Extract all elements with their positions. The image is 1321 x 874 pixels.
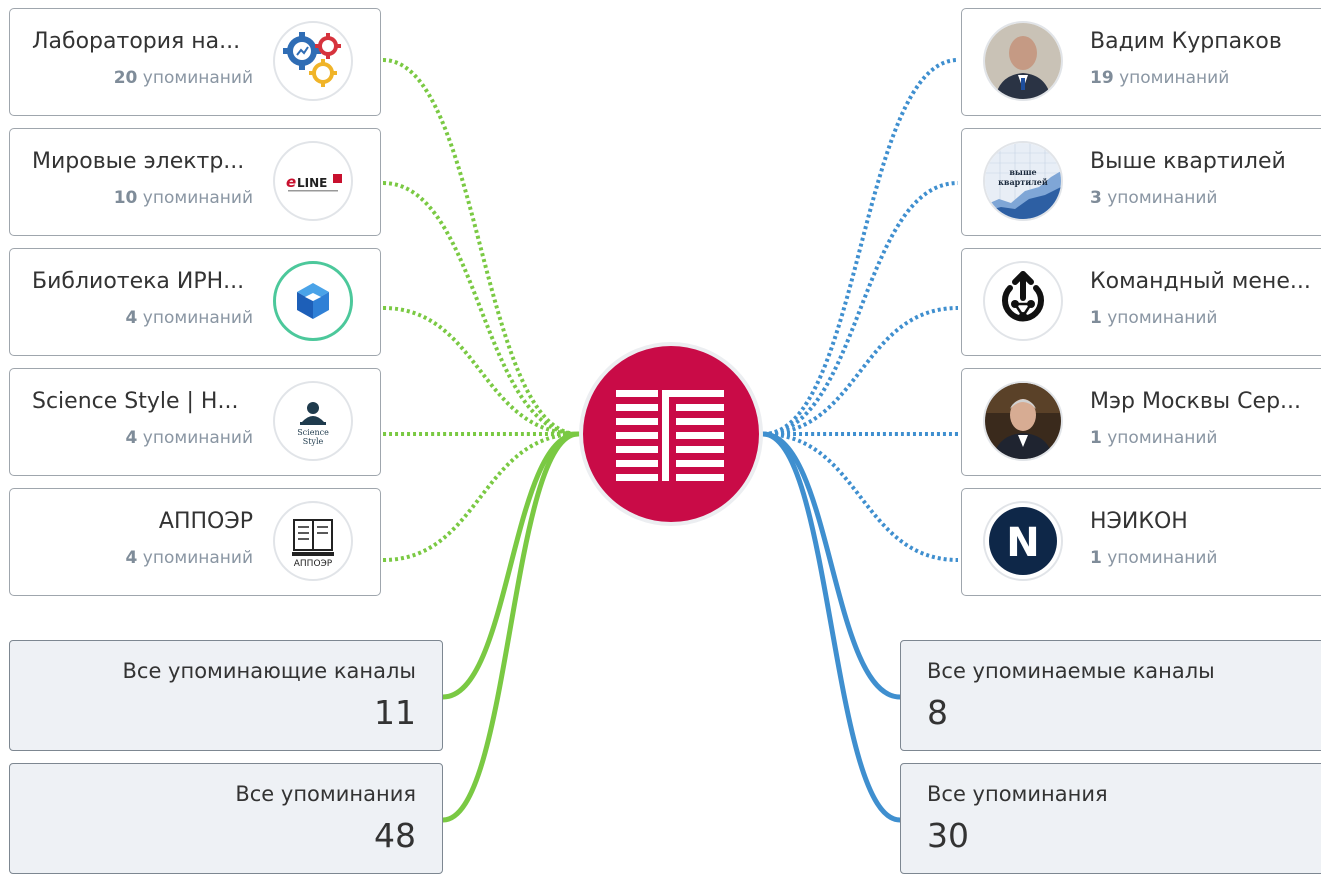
incoming-connector (382, 306, 579, 436)
channel-title: Вадим Курпаков (1090, 29, 1282, 54)
mentions-count: 20 упоминаний (113, 68, 253, 88)
book-logo-icon: АППОЭР (273, 501, 353, 581)
eline-logo-icon: e LINE (273, 141, 353, 221)
mentions-count: 4 упоминаний (125, 308, 253, 328)
channel-card-left[interactable]: Science Style | Н... 4 упоминаний Scienc… (9, 368, 381, 476)
channel-card-right[interactable]: выше квартилей Выше квартилей 3 упоминан… (961, 128, 1321, 236)
outgoing-connector (762, 58, 959, 436)
channel-card-right[interactable]: Мэр Москвы Сер... 1 упоминаний (961, 368, 1321, 476)
total-mentions-incoming[interactable]: Все упоминания 48 (9, 763, 443, 874)
svg-text:АППОЭР: АППОЭР (294, 559, 333, 569)
neicon-logo-icon: N (983, 501, 1063, 581)
channel-title: Мировые электр... (32, 149, 245, 174)
mentions-count: 3 упоминаний (1090, 188, 1218, 208)
mentions-count: 1 упоминаний (1090, 548, 1218, 568)
stat-label: Все упоминания (235, 782, 416, 806)
stat-value: 30 (927, 816, 969, 855)
stat-label: Все упоминаемые каналы (927, 659, 1215, 683)
mentions-count: 1 упоминаний (1090, 428, 1218, 448)
outgoing-total-connector (760, 431, 903, 823)
svg-text:Style: Style (303, 437, 324, 446)
total-mentioned-channels[interactable]: Все упоминаемые каналы 8 (900, 640, 1321, 751)
incoming-total-connector (440, 431, 581, 700)
channel-title: Командный мене... (1090, 269, 1311, 294)
channel-card-left[interactable]: АППОЭР 4 упоминаний АППОЭР (9, 488, 381, 596)
library-cube-icon (273, 261, 353, 341)
channel-card-left[interactable]: Мировые электр... 10 упоминаний e LINE (9, 128, 381, 236)
channel-title: НЭИКОН (1090, 509, 1188, 534)
incoming-connector (382, 432, 579, 562)
svg-text:Science: Science (297, 428, 329, 437)
journal-emblem-icon (616, 390, 724, 481)
mentions-count: 4 упоминаний (125, 548, 253, 568)
person-photo-icon (983, 381, 1063, 461)
stat-value: 48 (374, 816, 416, 855)
mentions-count: 10 упоминаний (113, 188, 253, 208)
central-channel-hub[interactable] (579, 342, 763, 526)
channel-title: Мэр Москвы Сер... (1090, 389, 1302, 414)
channel-card-right[interactable]: Вадим Курпаков 19 упоминаний (961, 8, 1321, 116)
stat-label: Все упоминания (927, 782, 1108, 806)
channel-title: Выше квартилей (1090, 149, 1286, 174)
svg-text:e: e (286, 173, 296, 191)
svg-text:N: N (1006, 520, 1039, 566)
svg-text:LINE: LINE (297, 176, 327, 190)
outgoing-connector (762, 181, 959, 436)
mentions-count: 1 упоминаний (1090, 308, 1218, 328)
team-network-icon (983, 261, 1063, 341)
svg-text:квартилей: квартилей (998, 177, 1048, 187)
science-style-logo-icon: Science Style (273, 381, 353, 461)
gears-chart-icon (273, 21, 353, 101)
channel-title: Лаборатория на... (32, 29, 241, 54)
channel-title: Библиотека ИРН... (32, 269, 245, 294)
channel-card-right[interactable]: Командный мене... 1 упоминаний (961, 248, 1321, 356)
channel-title: АППОЭР (158, 509, 253, 534)
stat-value: 11 (374, 693, 416, 732)
quartile-chart-icon: выше квартилей (983, 141, 1063, 221)
stat-label: Все упоминающие каналы (122, 659, 417, 683)
channel-card-right[interactable]: N НЭИКОН 1 упоминаний (961, 488, 1321, 596)
outgoing-connector (762, 432, 959, 562)
outgoing-connector (762, 306, 959, 436)
stat-value: 8 (927, 693, 948, 732)
mentions-count: 19 упоминаний (1090, 68, 1230, 88)
channel-title: Science Style | Н... (32, 389, 239, 414)
mentions-count: 4 упоминаний (125, 428, 253, 448)
total-mentioning-channels[interactable]: Все упоминающие каналы 11 (9, 640, 443, 751)
channel-card-left[interactable]: Лаборатория на... 20 упоминаний (9, 8, 381, 116)
incoming-total-connector (440, 431, 581, 823)
incoming-connector (382, 58, 579, 436)
channel-card-left[interactable]: Библиотека ИРН... 4 упоминаний (9, 248, 381, 356)
outgoing-total-connector (760, 431, 903, 700)
total-mentions-outgoing[interactable]: Все упоминания 30 (900, 763, 1321, 874)
person-photo-icon (983, 21, 1063, 101)
incoming-connector (382, 181, 579, 436)
svg-text:выше: выше (1009, 167, 1036, 177)
